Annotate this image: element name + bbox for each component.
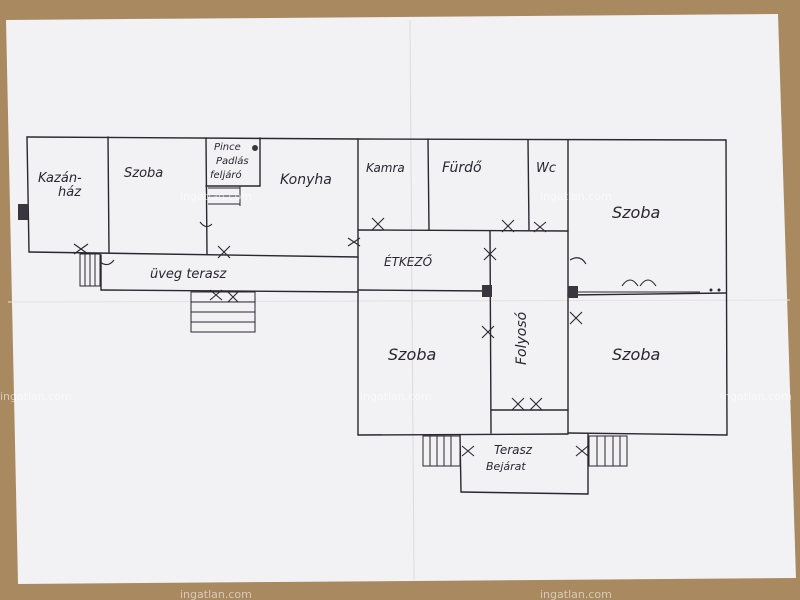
label-konyha: Konyha bbox=[280, 172, 332, 188]
label-terasz-line2: Bejárat bbox=[486, 460, 526, 473]
watermark: ingatlan.com bbox=[180, 588, 252, 600]
label-pince-line3: feljáró bbox=[210, 169, 242, 181]
watermark: ingatlan.com bbox=[540, 190, 612, 203]
label-furdo: Fürdő bbox=[442, 160, 482, 176]
watermark: ingatlan.com bbox=[360, 390, 432, 403]
label-szoba-top-right: Szoba bbox=[612, 203, 660, 222]
label-kamra: Kamra bbox=[366, 161, 405, 175]
paper-fold bbox=[409, 19, 415, 581]
watermark: ingatlan.com bbox=[0, 390, 72, 403]
watermark: ingatlan.com bbox=[720, 390, 792, 403]
watermark: ingatlan.com bbox=[180, 190, 252, 203]
chimneys bbox=[18, 145, 578, 298]
door-marks bbox=[73, 217, 721, 457]
label-kazan-line2: ház bbox=[58, 185, 82, 200]
label-kazan-line1: Kazán- bbox=[38, 171, 82, 186]
label-uveg-terasz: üveg terasz bbox=[150, 267, 227, 282]
label-terasz-line1: Terasz bbox=[494, 443, 533, 457]
paper-sheet bbox=[6, 14, 796, 584]
label-pince-line2: Padlás bbox=[216, 155, 249, 167]
label-szoba-bottom-right: Szoba bbox=[612, 345, 660, 364]
room-labels: Kazán- ház Szoba Pince Padlás feljáró Ko… bbox=[38, 142, 660, 473]
label-szoba-center: Szoba bbox=[388, 345, 436, 364]
walls bbox=[26, 136, 728, 495]
label-szoba-left: Szoba bbox=[124, 166, 163, 181]
stairs bbox=[79, 186, 628, 467]
label-pince-line1: Pince bbox=[214, 142, 241, 153]
label-etkezo: ÉTKEZŐ bbox=[384, 254, 433, 269]
watermark: ingatlan.com bbox=[540, 588, 612, 600]
label-wc: Wc bbox=[536, 161, 556, 176]
paper-fold-horizontal bbox=[7, 299, 791, 303]
label-folyoso: Folyosó bbox=[514, 311, 530, 365]
watermarks: ingatlan.com ingatlan.com ingatlan.com i… bbox=[0, 190, 792, 600]
